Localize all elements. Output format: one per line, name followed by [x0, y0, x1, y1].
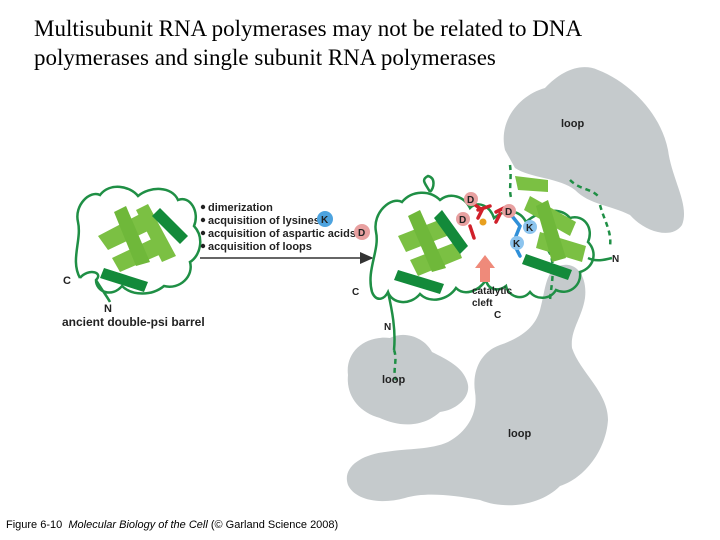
catalytic-cleft-label-1: catalytic [472, 286, 512, 297]
caption-book-title: Molecular Biology of the Cell [68, 519, 208, 531]
loop-label-bottom: loop [508, 428, 531, 440]
figure-caption: Figure 6-10 Molecular Biology of the Cel… [6, 519, 338, 531]
loop-region-bottom [346, 264, 608, 506]
residue-d-top-left: D [467, 195, 474, 206]
evolution-steps: dimerization acquisition of lysines acqu… [200, 202, 370, 253]
dimer-n-terminus-bottom: N [384, 322, 391, 333]
slide-title: Multisubunit RNA polymerases may not be … [34, 16, 581, 70]
residue-k-top: K [526, 223, 534, 234]
residue-d-top-right: D [505, 207, 512, 218]
barrel-coil [74, 185, 202, 303]
barrel-c-terminus: C [63, 275, 71, 287]
loop-regions [346, 67, 685, 506]
step-aspartic-acids: acquisition of aspartic acids [208, 228, 356, 240]
loop-label-top: loop [561, 118, 584, 130]
catalytic-cleft-label-2: cleft [472, 298, 493, 309]
step-loops: acquisition of loops [208, 241, 312, 253]
barrel-n-terminus: N [104, 303, 112, 315]
barrel-label: ancient double-psi barrel [62, 315, 205, 329]
residue-d-mid: D [459, 215, 466, 226]
dimer-c-terminus-left: C [352, 287, 359, 298]
lysine-side-chains [510, 214, 523, 258]
aspartate-badge [354, 224, 370, 240]
double-psi-barrel: C N [63, 185, 202, 315]
aspartate-side-chains [468, 202, 506, 240]
step-lysines: acquisition of lysines [208, 215, 320, 227]
catalytic-metal-icon [479, 218, 487, 226]
dimer-n-terminus-right: N [612, 254, 619, 265]
lysine-badge [317, 211, 333, 227]
caption-figure-number: Figure 6-10 [6, 519, 63, 531]
residue-k-bottom: K [513, 239, 521, 250]
lysine-badge-label: K [321, 215, 329, 226]
dimer-c-terminus-center: C [494, 310, 501, 321]
caption-credit: (© Garland Science 2008) [210, 519, 339, 531]
loop-label-middle: loop [382, 374, 405, 386]
dimer-coil [369, 191, 595, 351]
aspartate-badge-label: D [358, 228, 365, 239]
catalytic-cleft-arrow [475, 255, 495, 282]
loop-region-top [503, 67, 685, 233]
loop-region-middle [347, 334, 469, 425]
step-dimerization: dimerization [208, 202, 273, 214]
